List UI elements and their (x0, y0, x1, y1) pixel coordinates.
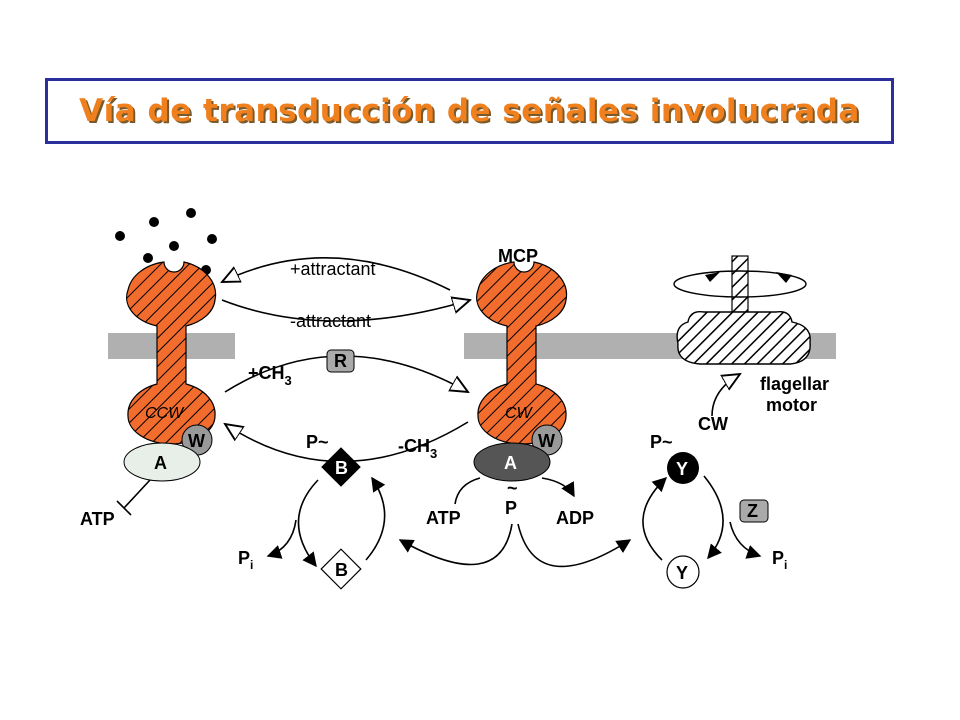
adp-label: ADP (556, 508, 594, 528)
r-label: R (334, 351, 347, 371)
arrow-p-to-b (398, 523, 513, 566)
atp-inhibit-line (116, 479, 151, 516)
y-phospho-protein (667, 452, 699, 484)
p-label-center: P (505, 498, 517, 518)
arrow-a-to-adp (541, 477, 575, 498)
arrow-b-phos (365, 476, 386, 561)
arrow-plus-attractant (222, 257, 451, 291)
b-label-phospho: B (335, 458, 348, 478)
pi-label-right: Pi (772, 548, 787, 572)
attractant-molecules (115, 208, 217, 282)
a-protein-left (123, 442, 201, 482)
arrow-minus-attractant (221, 300, 470, 322)
z-label: Z (747, 501, 758, 521)
mcp-label: MCP (498, 246, 538, 266)
arrow-y-pi (729, 521, 762, 559)
p-tilde-b: P~ (306, 432, 329, 452)
b-protein (320, 548, 362, 590)
a-protein-right (473, 442, 551, 482)
receptor-right-state-label: CW (505, 405, 534, 422)
title-box: Vía de transducción de señales involucra… (45, 78, 894, 144)
arrow-y-phos (642, 477, 668, 561)
minus-attractant-label: -attractant (290, 311, 371, 331)
plus-ch3-label: +CH3 (248, 363, 292, 388)
arrow-p-to-y (517, 523, 632, 568)
arrow-y-dephos (703, 475, 724, 560)
flagellar-motor (673, 255, 811, 365)
minus-ch3-label: -CH3 (398, 436, 437, 461)
b-phospho-protein (321, 447, 361, 487)
arrow-atp-to-a (454, 477, 481, 505)
receptor-left-state-label: CCW (145, 405, 185, 422)
z-protein (739, 499, 769, 523)
tilde-label: ~ (507, 478, 518, 498)
receptor-ccw (126, 261, 217, 445)
y-protein (666, 555, 700, 589)
r-protein (326, 349, 355, 373)
b-label: B (335, 560, 348, 580)
atp-label-center: ATP (426, 508, 461, 528)
cw-label: CW (698, 414, 728, 434)
y-label: Y (676, 563, 688, 583)
slide-title: Vía de transducción de señales involucra… (79, 93, 860, 129)
a-label-right: A (504, 453, 517, 473)
motor-label-line1: flagellar (760, 374, 829, 394)
plus-attractant-label: +attractant (290, 259, 376, 279)
arrow-b-dephos (297, 479, 319, 568)
y-label-phospho: Y (676, 459, 688, 479)
pi-label-left: Pi (238, 548, 253, 572)
arrow-b-pi (266, 519, 297, 559)
receptor-cw (476, 261, 568, 445)
atp-label-left: ATP (80, 509, 115, 529)
motor-label-line2: motor (766, 395, 817, 415)
w-label-left: W (188, 431, 205, 451)
arrow-cw-to-motor (711, 374, 740, 417)
w-label-right: W (538, 431, 555, 451)
a-label-left: A (154, 453, 167, 473)
p-tilde-y: P~ (650, 432, 673, 452)
